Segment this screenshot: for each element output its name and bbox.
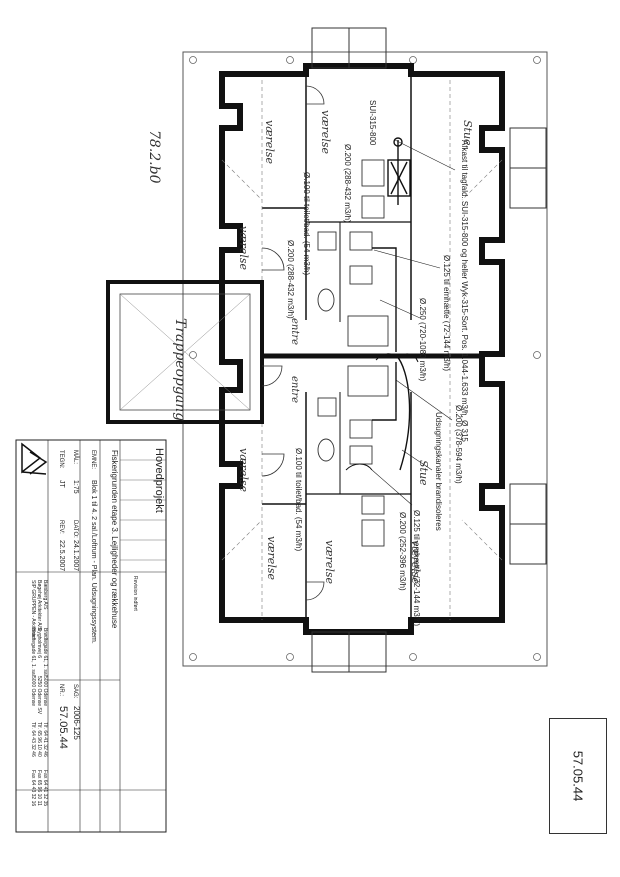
company-city: 5000 Odense	[30, 676, 36, 706]
company-address: Bygholmvej 6	[36, 628, 42, 658]
annotation-branch2-upper: Ø.200 (288-432 m3/h)	[286, 240, 295, 319]
annotation-toilet-lower: Ø.100 til toilet/bad. (54 m3/h)	[294, 448, 303, 552]
titleblock-emne: Blok 1 til 4. 2 sal./Loftrum - Plan. Uds…	[90, 480, 97, 644]
duct-annotations: SUI-315-800 Afkast til tagfald. SUI-315-…	[286, 100, 469, 626]
company-name: Bøgehøj Arkitekter A/S	[36, 580, 42, 631]
stair-label: Trappeopgang	[172, 318, 188, 421]
room-label-vaerelse: værelse	[409, 540, 422, 584]
titleblock-dato: 24.1.2007	[72, 540, 79, 571]
titleblock-tegn-label: TEGN:	[58, 450, 64, 469]
titleblock-sag: 2006-125	[72, 706, 81, 740]
titleblock-dato-label: DATO:	[72, 520, 78, 538]
room-label-entre: entre	[289, 318, 300, 345]
annotation-main-upper: Ø.250 (720-1080 m3/h)	[418, 298, 427, 381]
door-swings	[261, 85, 325, 601]
room-label-vaerelse: værelse	[323, 540, 336, 584]
company-name: Bæsberg A/S	[42, 580, 48, 610]
company-phone: Tlf. 64 41 32 46	[42, 722, 48, 757]
titleblock-nr: 57.05.44	[57, 706, 69, 749]
annotation-branch-lower: Ø.200 (252-396 m3/h)	[398, 512, 407, 591]
company-phone: Tlf. 65 96 10 40	[36, 722, 42, 757]
stair-block	[106, 280, 264, 424]
titleblock-revision-note: Revision indført	[132, 576, 138, 611]
annotation-main-lower: Ø.200 (378-594 m3/h)	[454, 405, 463, 484]
company-address: Brødtegade 61, 1. sal	[42, 628, 48, 676]
room-label-vaerelse: værelse	[265, 536, 278, 580]
annotation-branch-upper: Ø.200 (288-432 m3/h)	[343, 144, 352, 223]
titleblock-nr-label: NR.:	[58, 684, 64, 696]
room-label-entre: entre	[289, 376, 300, 403]
building-walls	[219, 63, 505, 635]
drawing-number-stamp: 57.05.44	[549, 718, 607, 834]
annotation-roof-outlet: Afkast til tagfald. SUI-315-800 og helle…	[460, 140, 469, 442]
titleblock-rev-label: REV:	[58, 520, 64, 534]
handwritten-labels: 78.2.b0 værelse værelse værelse værelse …	[146, 110, 474, 584]
titleblock-maal: 1:75	[72, 480, 79, 494]
handwritten-page-ref: 78.2.b0	[146, 130, 162, 184]
room-label-vaerelse: værelse	[237, 226, 250, 270]
room-label-vaerelse: værelse	[237, 448, 250, 492]
room-label-vaerelse: værelse	[263, 120, 276, 164]
company-city: 5000 Odense	[42, 676, 48, 706]
titleblock-emne-label: EMNE:	[90, 450, 96, 469]
balconies	[311, 27, 547, 673]
room-label-stue: Stue	[461, 120, 474, 146]
duct-runs	[345, 137, 440, 471]
company-city: 5250 Odense SV	[36, 676, 42, 715]
titleblock-project: Fiskerigrunden etape 3. Lejligheder og r…	[110, 450, 119, 629]
company-fax: Fax 64 43 32 16	[30, 770, 36, 806]
leader-lines	[371, 139, 456, 506]
company-fax: Fax 64 41 32 35	[42, 770, 48, 806]
company-logo	[21, 442, 48, 475]
company-phone: Tlf. 64 43 32 46	[30, 722, 36, 757]
company-address: Brødtegade 61, 1. sal	[30, 628, 36, 676]
annotation-hood-lower: Ø.125 til emhætte (72-144 m3/h)	[412, 510, 421, 626]
annotation-insulation: Udsugningskanaler brandisoleres	[434, 412, 443, 531]
room-label-vaerelse: værelse	[319, 110, 332, 154]
annotation-fan: SUI-315-800	[368, 100, 377, 146]
title-block: Hovedprojekt Revision indført Fiskerigru…	[15, 439, 167, 833]
titleblock-sag-label: SAG:	[72, 684, 78, 699]
annotation-hood-upper: Ø.125 til emhætte (72-144 m3/h)	[442, 255, 451, 371]
annotation-toilet-upper: Ø.100 til toilet/bad. (54 m3/h)	[302, 172, 311, 276]
company-fax: Fax 65 96 10 11	[36, 770, 42, 806]
titleblock-tegn: JT	[58, 480, 65, 489]
titleblock-maal-label: MÅL:	[72, 450, 79, 464]
roof-outline	[182, 51, 548, 667]
bathroom-fixtures	[317, 159, 389, 547]
titleblock-heading: Hovedprojekt	[153, 448, 165, 513]
titleblock-rev: 22.5.2007	[58, 540, 65, 571]
company-name: SIP GRUPPEN - Arkitekter	[30, 580, 36, 640]
stamp-number: 57.05.44	[570, 750, 586, 802]
room-label-stue: Stue	[417, 460, 430, 486]
